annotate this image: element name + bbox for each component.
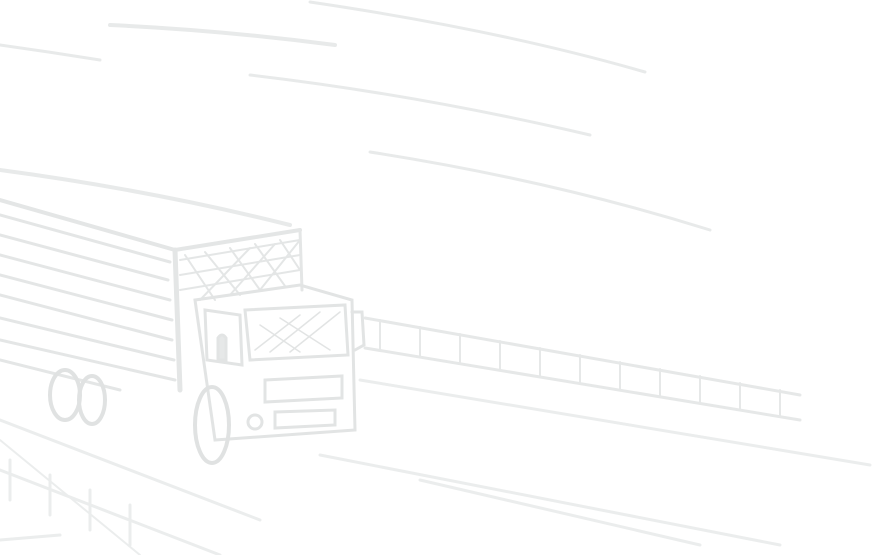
wheels xyxy=(48,368,231,465)
speed-streaks xyxy=(0,0,712,232)
trailer xyxy=(0,198,304,393)
windshield-hatching xyxy=(254,311,341,353)
cab xyxy=(193,283,366,442)
road xyxy=(0,378,872,555)
trailer-front-hatching xyxy=(179,239,301,301)
guard-rail xyxy=(363,316,802,422)
